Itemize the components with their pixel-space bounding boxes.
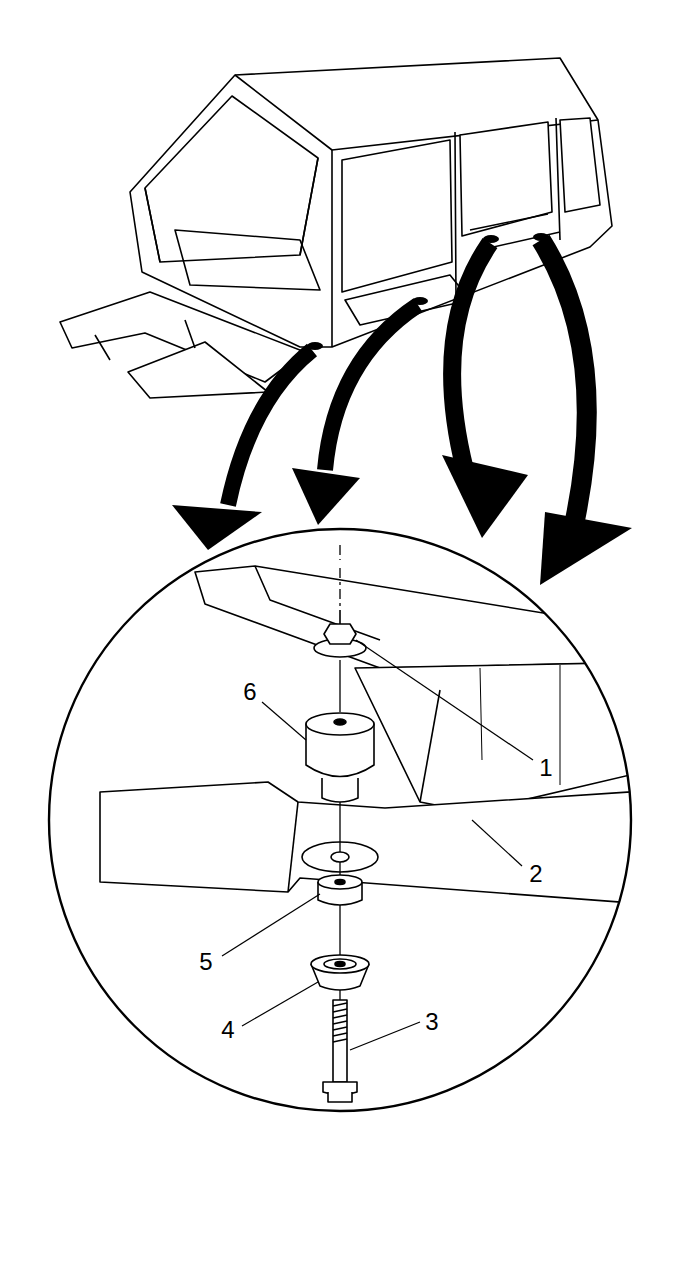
- callout-number: 3: [423, 1009, 440, 1035]
- mount-parts: [306, 610, 374, 1102]
- detail-view: [100, 566, 660, 905]
- callout-number: 2: [527, 861, 544, 887]
- callout-number: 5: [197, 949, 214, 975]
- detail-circle: [49, 529, 631, 1111]
- callout-number: 6: [241, 679, 258, 705]
- pointer-arrows: [172, 240, 632, 585]
- mount-points: [307, 233, 549, 350]
- leader-lines: [222, 640, 533, 1050]
- callout-number: 4: [219, 1017, 236, 1043]
- vehicle-body: [60, 58, 612, 398]
- callout-number: 1: [537, 755, 554, 781]
